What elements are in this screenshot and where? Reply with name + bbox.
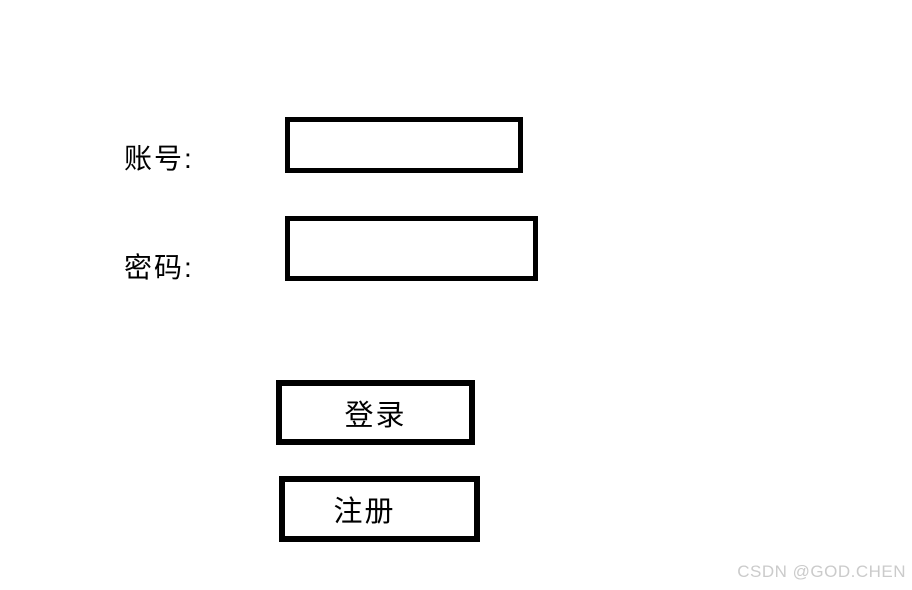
- csdn-watermark: CSDN @GOD.CHEN: [737, 562, 906, 581]
- password-label: 密码:: [124, 252, 194, 283]
- account-label: 账号:: [124, 143, 194, 174]
- account-input[interactable]: [285, 117, 523, 173]
- register-button[interactable]: 注册: [279, 476, 480, 542]
- password-input[interactable]: [285, 216, 538, 281]
- login-button[interactable]: 登录: [276, 380, 475, 445]
